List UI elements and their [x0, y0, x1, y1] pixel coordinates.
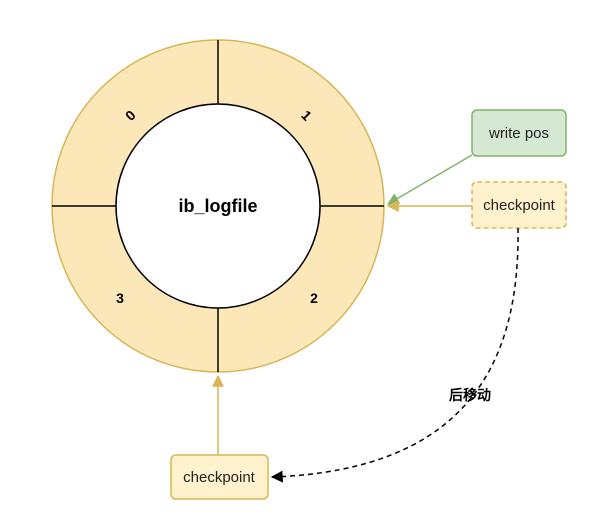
move-arrow: [270, 227, 519, 483]
checkpoint-label: checkpoint: [483, 197, 556, 214]
move-label: 后移动: [449, 387, 491, 404]
write-pos-label: write pos: [488, 125, 549, 142]
write-pos-box: [471, 109, 567, 157]
new-checkpoint-box: [170, 454, 269, 500]
center-label: ib_logfile: [178, 196, 257, 216]
segment-label-2: 2: [310, 290, 318, 306]
segment-label-3: 3: [116, 290, 124, 306]
write-pos-arrow: [386, 154, 473, 205]
new-checkpoint-label: checkpoint: [183, 469, 256, 486]
checkpoint-box: [471, 181, 567, 229]
inner-circle: [115, 103, 321, 309]
